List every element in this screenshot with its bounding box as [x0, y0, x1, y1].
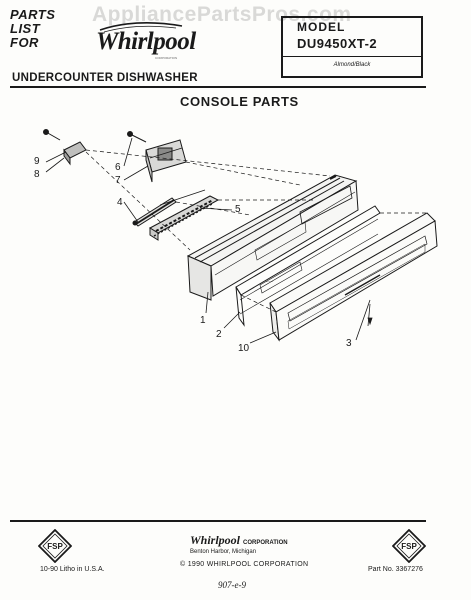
parts-list-heading: PARTS LIST FOR	[10, 8, 55, 50]
fsp-badge-left-icon: FSP	[38, 529, 72, 563]
for-label: FOR	[10, 35, 39, 50]
model-label: MODEL	[297, 20, 346, 34]
footer-rule	[10, 520, 426, 522]
list-label: LIST	[10, 21, 41, 36]
callout-2: 2	[216, 329, 222, 340]
svg-text:~~~: ~~~	[266, 279, 274, 284]
fsp-badge-right-label: FSP	[401, 542, 417, 551]
callout-4: 4	[117, 197, 123, 208]
outer-frame-part	[269, 212, 438, 342]
header-rule	[10, 86, 426, 88]
callout-7: 7	[115, 175, 121, 186]
model-divider	[283, 56, 421, 57]
callout-5: 5	[235, 204, 241, 215]
handwritten-note: 907-e-9	[218, 580, 246, 590]
callout-9: 9	[34, 156, 40, 167]
footer-company-suffix: CORPORATION	[243, 540, 288, 546]
callout-10: 10	[238, 343, 250, 354]
product-title: UNDERCOUNTER DISHWASHER	[12, 72, 198, 84]
footer-copyright: © 1990 WHIRLPOOL CORPORATION	[180, 561, 309, 568]
footer-company-name: Whirlpool	[190, 533, 241, 547]
screw-part	[127, 131, 147, 143]
brand-sub: CORPORATION	[155, 56, 178, 60]
footer-part-number: Part No. 3367276	[368, 566, 423, 573]
footer-litho: 10-90 Litho in U.S.A.	[40, 566, 105, 573]
model-box: MODEL DU9450XT-2 Almond/Black	[281, 16, 423, 78]
parts-label: PARTS	[10, 7, 56, 22]
watermark: AppliancePartsPros.com	[92, 3, 352, 26]
control-bracket-part	[145, 139, 187, 183]
section-title: CONSOLE PARTS	[180, 94, 299, 109]
fsp-badge-right-icon: FSP	[392, 529, 426, 563]
console-panel-part	[186, 174, 359, 301]
footer-city: Benton Harbor, Michigan	[190, 549, 257, 555]
brand-logo: Whirlpool	[96, 28, 196, 55]
callout-6: 6	[115, 162, 121, 173]
model-color: Almond/Black	[333, 62, 371, 68]
callout-3: 3	[346, 338, 352, 349]
console-exploded-diagram: ~~~	[43, 129, 438, 344]
button-strip-part	[149, 189, 220, 241]
whirlpool-swoosh-icon	[99, 22, 183, 33]
callout-1: 1	[200, 315, 206, 326]
callout-8: 8	[34, 169, 40, 180]
small-bracket-part	[43, 129, 87, 166]
gasket-part: ~~~	[235, 205, 381, 327]
fsp-badge-left-label: FSP	[47, 542, 63, 551]
model-number: DU9450XT-2	[297, 36, 378, 51]
